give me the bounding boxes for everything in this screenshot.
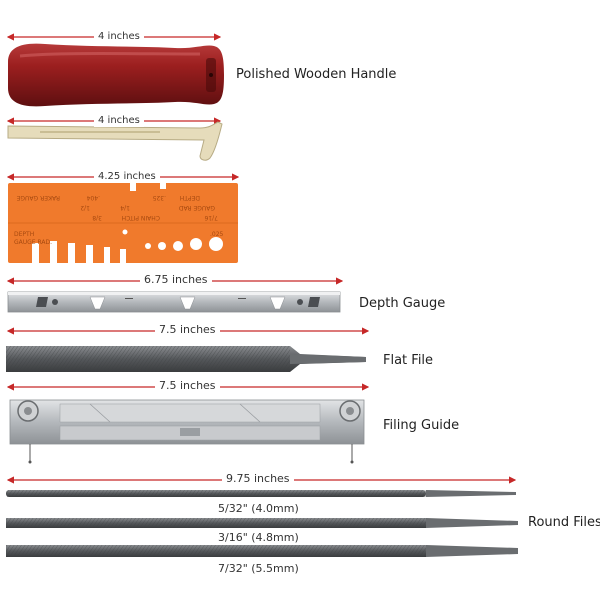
round-files-dimension-label: 9.75 inches xyxy=(222,473,294,485)
wooden-handle-image xyxy=(8,43,224,107)
flat-file-label: Flat File xyxy=(383,353,434,368)
filing-guide-image xyxy=(9,399,365,464)
round-file-size-2: 3/16" (4.8mm) xyxy=(218,531,299,544)
handle-dimension-label: 4 inches xyxy=(94,31,144,43)
engraved-text-chain-pitch: CHAIN PITCH xyxy=(122,214,160,221)
engraved-text-3-8: 3/8 xyxy=(92,214,102,221)
depth-gauge-image xyxy=(7,291,341,313)
depth-gauge-dimension-label: 6.75 inches xyxy=(140,274,212,286)
engraved-text-325: .325 xyxy=(152,194,166,201)
round-file-1-image xyxy=(6,490,516,497)
engraved-text-depth-2: DEPTH xyxy=(14,231,34,238)
orange-gauge-dimension-label: 4.25 inches xyxy=(94,171,160,183)
handle-label: Polished Wooden Handle xyxy=(236,67,397,82)
round-file-3-image xyxy=(6,545,518,557)
engraved-text-depth: DEPTH xyxy=(180,194,200,201)
round-file-size-3: 7/32" (5.5mm) xyxy=(218,562,299,575)
engraved-text-7-16: 7/16 xyxy=(204,214,218,221)
flat-file-image xyxy=(6,346,366,372)
round-files-label: Round Files xyxy=(528,515,600,530)
orange-depth-gauge-image xyxy=(8,183,238,263)
hook-tool-image xyxy=(7,121,223,161)
round-file-size-1: 5/32" (4.0mm) xyxy=(218,502,299,515)
filing-guide-dimension-label: 7.5 inches xyxy=(155,380,220,392)
orange-gauge-engraving: DEPTH GAUGE RAD CHAIN PITCH RAKER GAUGE … xyxy=(14,194,224,246)
engraved-text-1-2: 1/2 xyxy=(80,204,90,211)
filing-guide-label: Filing Guide xyxy=(383,418,460,433)
engraved-text-raker-gauge: RAKER GAUGE xyxy=(16,194,60,201)
hook-dimension-label: 4 inches xyxy=(94,115,144,127)
engraved-text-404: .404 xyxy=(86,194,100,201)
depth-gauge-label: Depth Gauge xyxy=(359,296,446,311)
engraved-text-gauge-rad-2: GAUGE RAD. xyxy=(14,239,52,246)
round-file-2-image xyxy=(6,518,518,528)
engraved-text-025: .025 xyxy=(210,231,224,238)
flat-file-dimension-label: 7.5 inches xyxy=(155,324,220,336)
engraved-text-1-4: 1/4 xyxy=(120,204,130,211)
engraved-text-gauge-rad: GAUGE RAD xyxy=(178,204,215,211)
